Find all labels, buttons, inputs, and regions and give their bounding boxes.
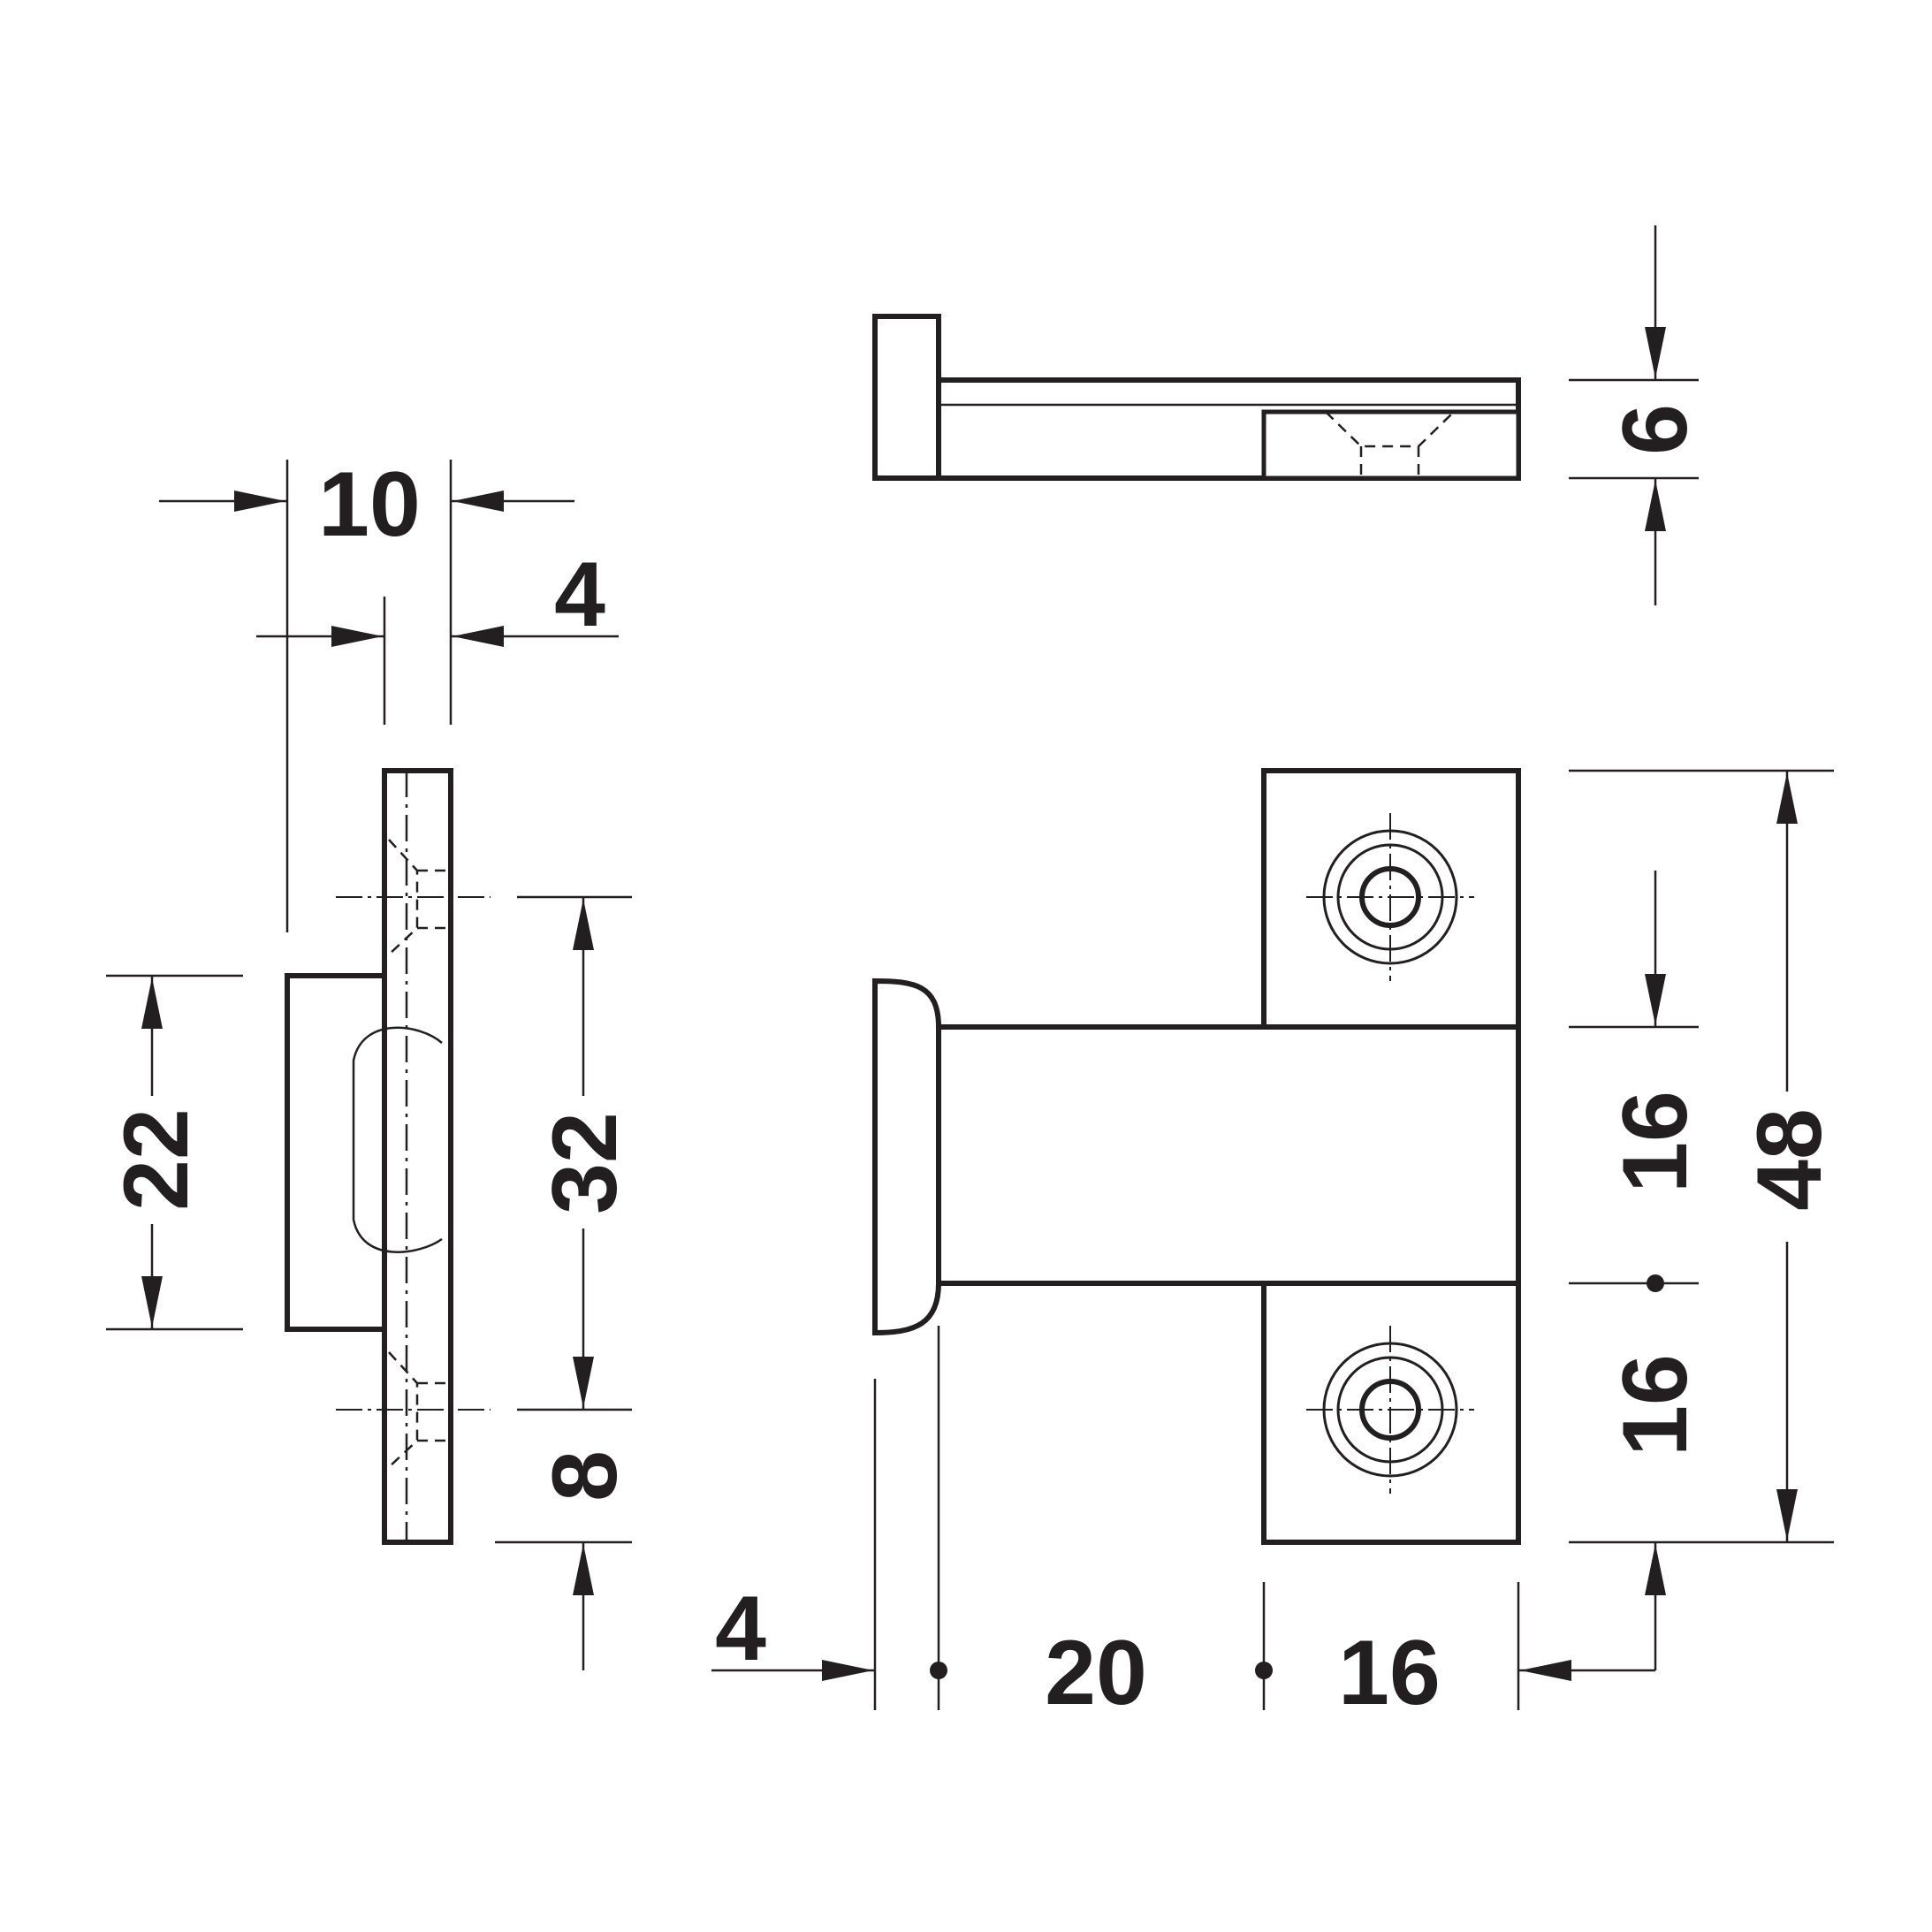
side-view-body	[285, 973, 387, 1332]
side-view: 10 4 22 32 8	[105, 453, 636, 1670]
dim-side-plate-thickness: 4	[554, 544, 605, 646]
dim-front-plate-width: 16	[1338, 1622, 1441, 1724]
top-view-lip	[872, 314, 941, 481]
front-view: 48 16 16 4 20 16	[711, 768, 1841, 1724]
front-view-bar	[936, 1024, 1521, 1286]
dim-front-hole-spacing-upper: 16	[1604, 1091, 1707, 1193]
dim-front-lip: 4	[715, 1578, 766, 1680]
front-view-cap	[872, 977, 941, 1336]
dim-front-total-height: 48	[1738, 1108, 1841, 1211]
dim-front-bar-length: 20	[1045, 1622, 1147, 1724]
top-view-hole-hidden	[1325, 411, 1455, 478]
front-view-lower-screw-hole	[1306, 1326, 1474, 1494]
side-view-lower-hole-hidden	[388, 1351, 451, 1468]
dim-top-thickness: 6	[1604, 404, 1707, 455]
front-view-upper-screw-hole	[1306, 813, 1474, 981]
dim-side-hole-edge: 8	[534, 1450, 636, 1502]
dim-front-hole-spacing-lower: 16	[1604, 1354, 1707, 1457]
top-view: 6	[872, 225, 1707, 605]
top-view-plate	[1261, 409, 1521, 481]
dim-side-height: 22	[105, 1108, 208, 1211]
side-view-slot	[352, 1026, 443, 1253]
dim-side-width: 10	[318, 453, 421, 556]
dim-side-hole-spacing: 32	[534, 1112, 636, 1214]
side-view-upper-hole-hidden	[388, 839, 451, 955]
